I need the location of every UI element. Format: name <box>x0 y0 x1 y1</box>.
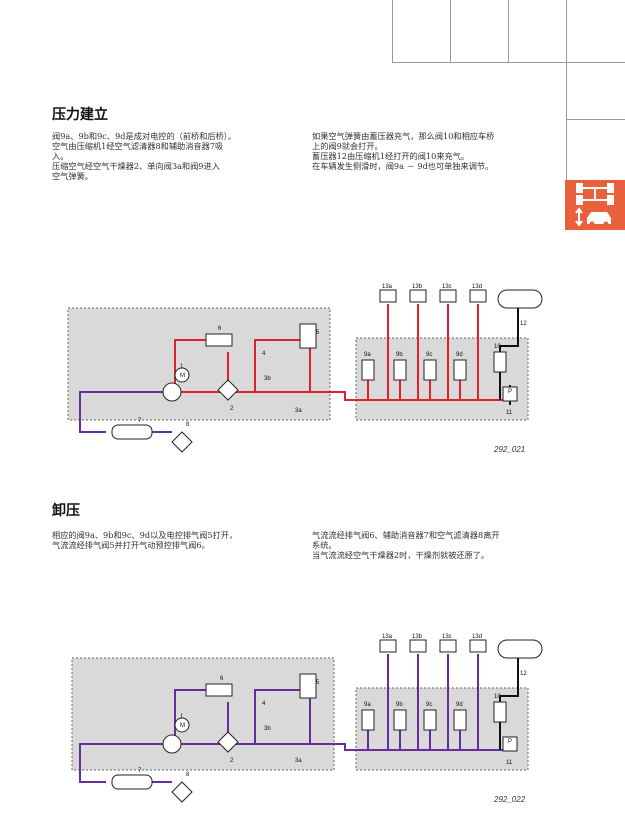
label-11: 11 <box>506 410 513 416</box>
label-9d: 9d <box>456 702 463 708</box>
label-4: 4 <box>262 351 266 357</box>
section2-right-text: 气流流经排气阀6、辅助消音器7和空气滤清器8离开 系统。 当气流流经空气干燥器2… <box>312 530 500 560</box>
label-13d: 13d <box>472 634 482 640</box>
label-9a: 9a <box>364 702 371 708</box>
figure-caption: 292_021 <box>493 445 525 454</box>
label-13c: 13c <box>442 284 452 290</box>
section1-left-text: 阀9a、9b和9c、9d是成对电控的（前桥和后桥）。 空气由压缩机1经空气滤清器… <box>52 131 237 181</box>
label-3a: 3a <box>295 408 302 414</box>
label-P: P <box>508 389 512 395</box>
label-11: 11 <box>506 760 513 766</box>
label-2: 2 <box>230 406 234 412</box>
label-12: 12 <box>520 671 527 677</box>
label-3b: 3b <box>264 376 271 382</box>
label-M: M <box>180 373 185 379</box>
label-12: 12 <box>520 321 527 327</box>
section-title-pressure-release: 卸压 <box>52 503 80 519</box>
label-P: P <box>508 739 512 745</box>
label-13b: 13b <box>412 284 423 290</box>
section-title-pressure-build: 压力建立 <box>52 107 108 123</box>
label-2: 2 <box>230 758 234 764</box>
label-6: 6 <box>220 676 224 682</box>
label-13d: 13d <box>472 284 482 290</box>
corner-grid-lower <box>392 120 625 180</box>
label-13a: 13a <box>382 634 393 640</box>
label-6: 6 <box>218 326 222 332</box>
label-10: 10 <box>494 344 501 350</box>
pneumatic-diagram-pressure-release: 13a 13b 13c 13d 12 6 5 4 1 M 3b 2 3a 9a … <box>71 634 543 804</box>
pneumatic-diagram-pressure-build: 13a 13b 13c 13d 12 6 5 4 1 M 3b 2 3a 9a … <box>67 284 543 454</box>
section2-left-text: 相应的阀9a、9b和9c、9d以及电控排气阀5打开， 气流流经排气阀5并打开气动… <box>52 530 238 550</box>
label-9a: 9a <box>364 352 371 358</box>
label-8: 8 <box>186 772 190 778</box>
label-4: 4 <box>262 701 266 707</box>
label-M: M <box>180 723 185 729</box>
label-1: 1 <box>180 364 184 370</box>
figure-caption: 292_022 <box>493 795 526 804</box>
label-9d: 9d <box>456 352 463 358</box>
label-13b: 13b <box>412 634 423 640</box>
label-9c: 9c <box>426 352 432 358</box>
label-7: 7 <box>138 768 142 774</box>
label-8: 8 <box>186 422 190 428</box>
axle-car-icon <box>575 183 614 227</box>
label-5: 5 <box>316 680 320 686</box>
label-7: 7 <box>138 418 142 424</box>
corner-grid <box>392 0 625 120</box>
label-9c: 9c <box>426 702 432 708</box>
chapter-badge <box>565 180 625 230</box>
label-5: 5 <box>316 330 320 336</box>
section1-right-text: 如果空气弹簧由蓄压器充气，那么阀10和相应车桥 上的阀9就会打开。 蓄压器12由… <box>312 131 495 171</box>
label-1: 1 <box>180 714 184 720</box>
label-9b: 9b <box>396 352 403 358</box>
label-3a: 3a <box>295 758 302 764</box>
label-3b: 3b <box>264 726 271 732</box>
label-9b: 9b <box>396 702 403 708</box>
label-10: 10 <box>494 694 501 700</box>
label-13c: 13c <box>442 634 452 640</box>
label-13a: 13a <box>382 284 393 290</box>
